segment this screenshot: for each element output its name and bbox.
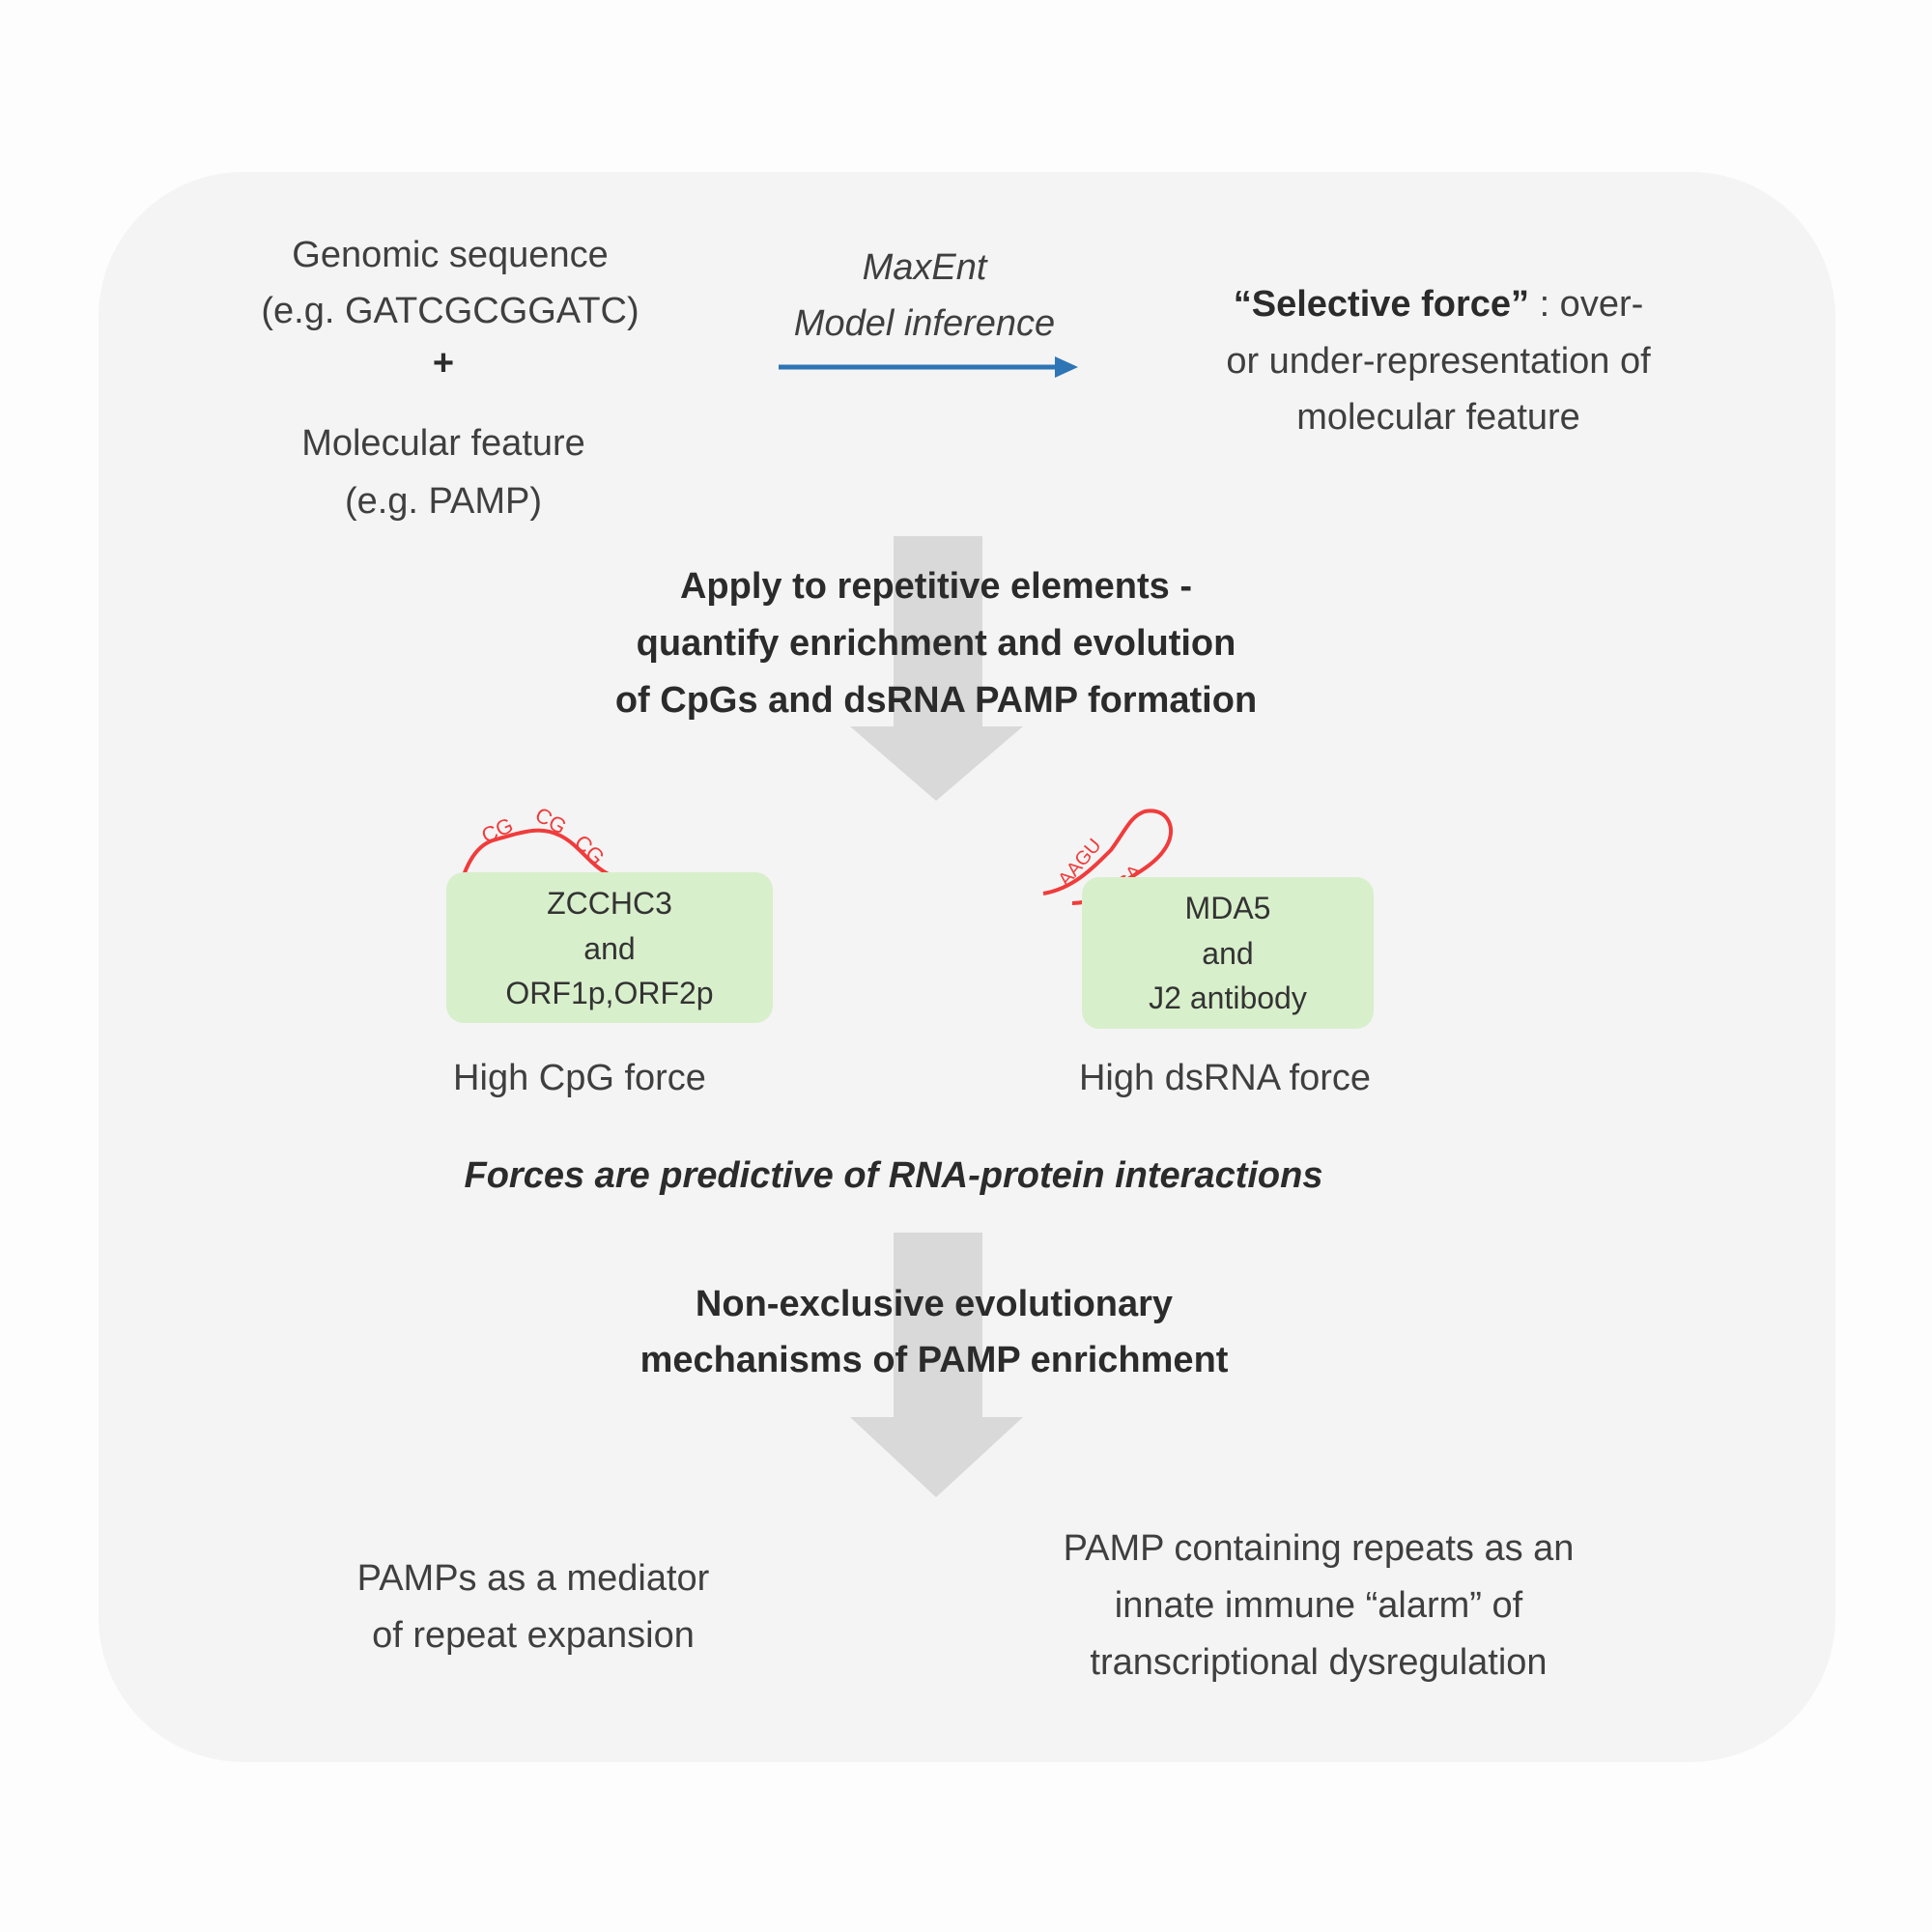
outcome-right-line-1: PAMP containing repeats as an: [1063, 1528, 1575, 1569]
method-line-1: MaxEnt: [862, 247, 987, 288]
cpg-protein-box: [446, 872, 773, 1023]
method-line-2: Model inference: [793, 303, 1056, 344]
outcome-right-line-3: transcriptional dysregulation: [1090, 1642, 1548, 1683]
dsrna-box-line-3: J2 antibody: [1149, 980, 1307, 1015]
input-line-1: Genomic sequence: [292, 235, 609, 275]
output-line-3: molecular feature: [1296, 397, 1580, 438]
outcome-left-line-1: PAMPs as a mediator: [356, 1558, 710, 1599]
input-line-2: (e.g. GATCGCGGATC): [261, 291, 639, 331]
step3-line-1: Non-exclusive evolutionary: [695, 1284, 1174, 1324]
inference-arrowhead: [1055, 356, 1078, 378]
dsrna-protein-box: [1082, 877, 1374, 1029]
dsrna-box-line-1: MDA5: [1184, 891, 1271, 925]
output-bold: “Selective force”: [1233, 284, 1530, 325]
cpg-box-line-2: and: [583, 931, 636, 966]
conclusion-text: Forces are predictive of RNA-protein int…: [464, 1155, 1323, 1196]
down-arrow-2: [850, 1233, 1023, 1497]
input-line-3: Molecular feature: [301, 423, 585, 464]
step3-line-2: mechanisms of PAMP enrichment: [639, 1340, 1229, 1380]
dsrna-box-line-2: and: [1202, 936, 1254, 971]
plus-sign: +: [432, 343, 455, 384]
cpg-box-line-1: ZCCHC3: [547, 886, 672, 921]
output-line-2: or under-representation of: [1226, 341, 1651, 382]
outcome-left-line-2: of repeat expansion: [372, 1615, 695, 1656]
input-line-4: (e.g. PAMP): [344, 481, 543, 522]
output-line-1: “Selective force” : over-: [1234, 286, 1644, 323]
outcome-right-line-2: innate immune “alarm” of: [1114, 1585, 1523, 1626]
dsrna-caption: High dsRNA force: [1078, 1058, 1372, 1098]
step2-line-2: quantify enrichment and evolution: [636, 623, 1236, 664]
step2-line-1: Apply to repetitive elements -: [679, 566, 1193, 607]
cpg-caption: High CpG force: [453, 1058, 706, 1098]
output-rest: : over-: [1529, 284, 1644, 325]
down-arrow-1: [850, 536, 1023, 801]
step2-line-3: of CpGs and dsRNA PAMP formation: [614, 680, 1258, 721]
diagram-panel: [99, 172, 1835, 1762]
cpg-box-line-3: ORF1p,ORF2p: [505, 976, 714, 1010]
